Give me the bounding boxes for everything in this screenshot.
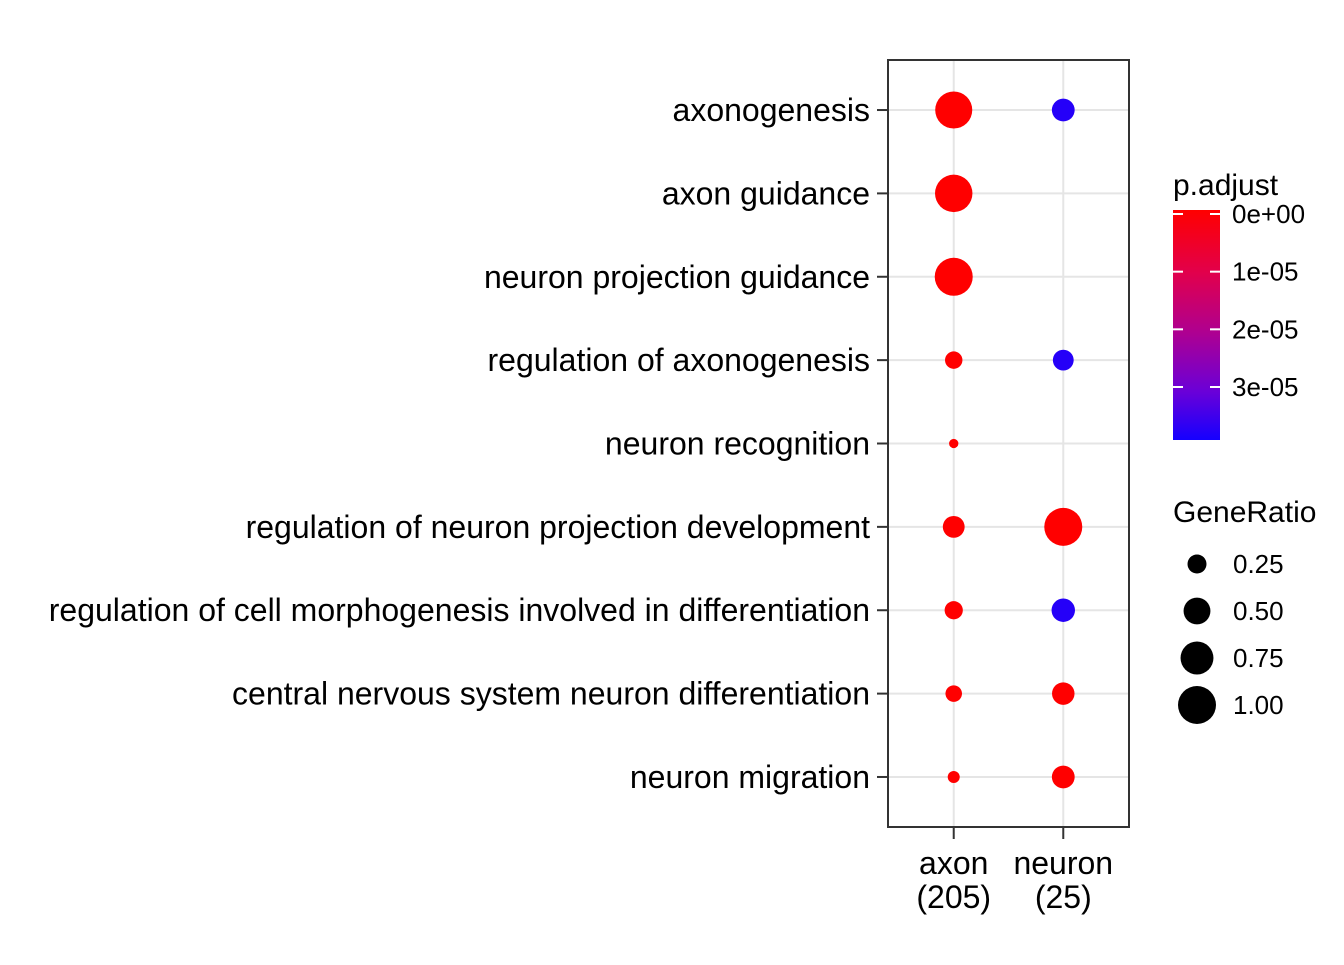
data-point (942, 515, 965, 538)
y-axis-label: regulation of axonogenesis (488, 342, 871, 378)
y-axis-label: neuron projection guidance (484, 259, 870, 295)
data-point (1044, 507, 1083, 546)
data-point (934, 257, 973, 296)
padjust-tick-label: 0e+00 (1232, 199, 1305, 229)
generatio-legend-label: 0.25 (1233, 549, 1284, 579)
padjust-tick-label: 1e-05 (1232, 257, 1299, 287)
data-point (947, 770, 960, 783)
x-axis-sublabel: (25) (1035, 879, 1092, 915)
y-axis-label: neuron recognition (605, 426, 870, 462)
y-axis: axonogenesis axon guidance neuron projecti… (49, 92, 888, 795)
generatio-legend-label: 0.50 (1233, 596, 1284, 626)
padjust-colorbar (1173, 210, 1220, 440)
data-points (934, 91, 1083, 789)
y-axis-label: regulation of neuron projection developm… (246, 509, 871, 545)
data-point (1051, 765, 1075, 789)
y-axis-label: axonogenesis (673, 92, 870, 128)
y-axis-label: regulation of cell morphogenesis involve… (49, 592, 870, 628)
generatio-legend-dot (1180, 641, 1214, 675)
data-point (944, 601, 963, 620)
y-axis-label: central nervous system neuron differenti… (232, 676, 870, 712)
data-point (1052, 682, 1075, 705)
y-axis-label: neuron migration (630, 759, 870, 795)
data-point (945, 685, 963, 702)
plot-panel (887, 59, 1130, 828)
generatio-legend-dot (1187, 554, 1207, 574)
generatio-legend-label: 1.00 (1233, 690, 1284, 720)
padjust-tick-label: 2e-05 (1232, 314, 1299, 344)
generatio-legend-title: GeneRatio (1173, 496, 1316, 529)
data-point (935, 91, 973, 129)
data-point (1051, 598, 1075, 622)
y-axis-label: axon guidance (662, 175, 870, 211)
padjust-legend-title: p.adjust (1173, 169, 1279, 202)
generatio-legend-dot (1183, 597, 1211, 625)
x-axis-sublabel: (205) (916, 879, 991, 915)
x-axis: axon(205) neuron(25) (916, 827, 1113, 915)
data-point (945, 351, 963, 369)
data-point (1052, 349, 1074, 371)
generatio-legend-dot (1178, 686, 1216, 724)
data-point (949, 438, 959, 449)
data-point (935, 174, 973, 213)
x-axis-label: neuron (1013, 845, 1113, 881)
padjust-tick-label: 3e-05 (1232, 372, 1299, 402)
generatio-legend-label: 0.75 (1233, 643, 1284, 673)
generatio-legend: GeneRatio 0.25 0.50 0.75 1.00 (1173, 496, 1316, 724)
x-axis-label: axon (919, 845, 988, 881)
data-point (1051, 98, 1075, 122)
